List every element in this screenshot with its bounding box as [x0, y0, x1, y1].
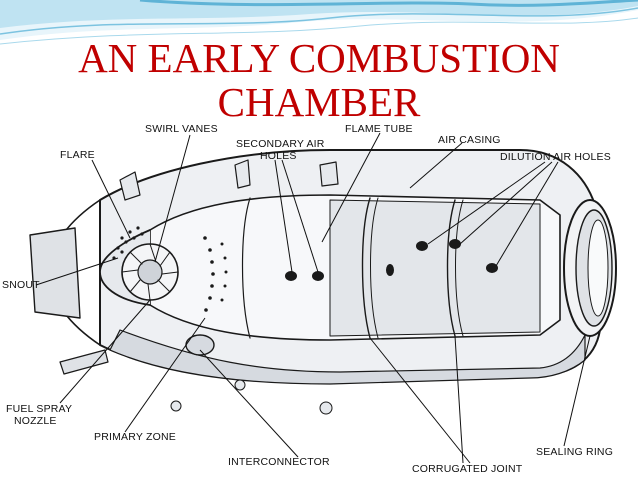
header-waves: [0, 0, 638, 45]
label-air-casing: AIR CASING: [438, 134, 501, 146]
label-nozzle: NOZZLE: [14, 415, 57, 427]
label-snout: SNOUT: [2, 279, 40, 291]
label-holes: HOLES: [260, 150, 297, 162]
label-fuel-spray: FUEL SPRAY: [6, 403, 72, 415]
label-flare: FLARE: [60, 149, 95, 161]
slide-title-line-1: AN EARLY COMBUSTION: [78, 35, 560, 81]
label-corrugated-joint: CORRUGATED JOINT: [412, 463, 523, 475]
slide-title-line-2: CHAMBER: [217, 79, 421, 125]
label-secondary-air: SECONDARY AIR: [236, 138, 325, 150]
chamber-drawing: [29, 149, 617, 415]
label-flame-tube: FLAME TUBE: [345, 123, 413, 135]
label-primary-zone: PRIMARY ZONE: [94, 431, 176, 443]
label-swirl-vanes: SWIRL VANES: [145, 123, 218, 135]
label-sealing-ring: SEALING RING: [536, 446, 613, 458]
labels: SWIRL VANES SECONDARY AIR HOLES FLAME TU…: [2, 123, 613, 475]
label-interconnector: INTERCONNECTOR: [228, 456, 330, 468]
label-dilution-air-holes: DILUTION AIR HOLES: [500, 151, 611, 163]
slide-title: AN EARLY COMBUSTION CHAMBER: [0, 36, 638, 124]
leader-lines: [35, 132, 591, 464]
